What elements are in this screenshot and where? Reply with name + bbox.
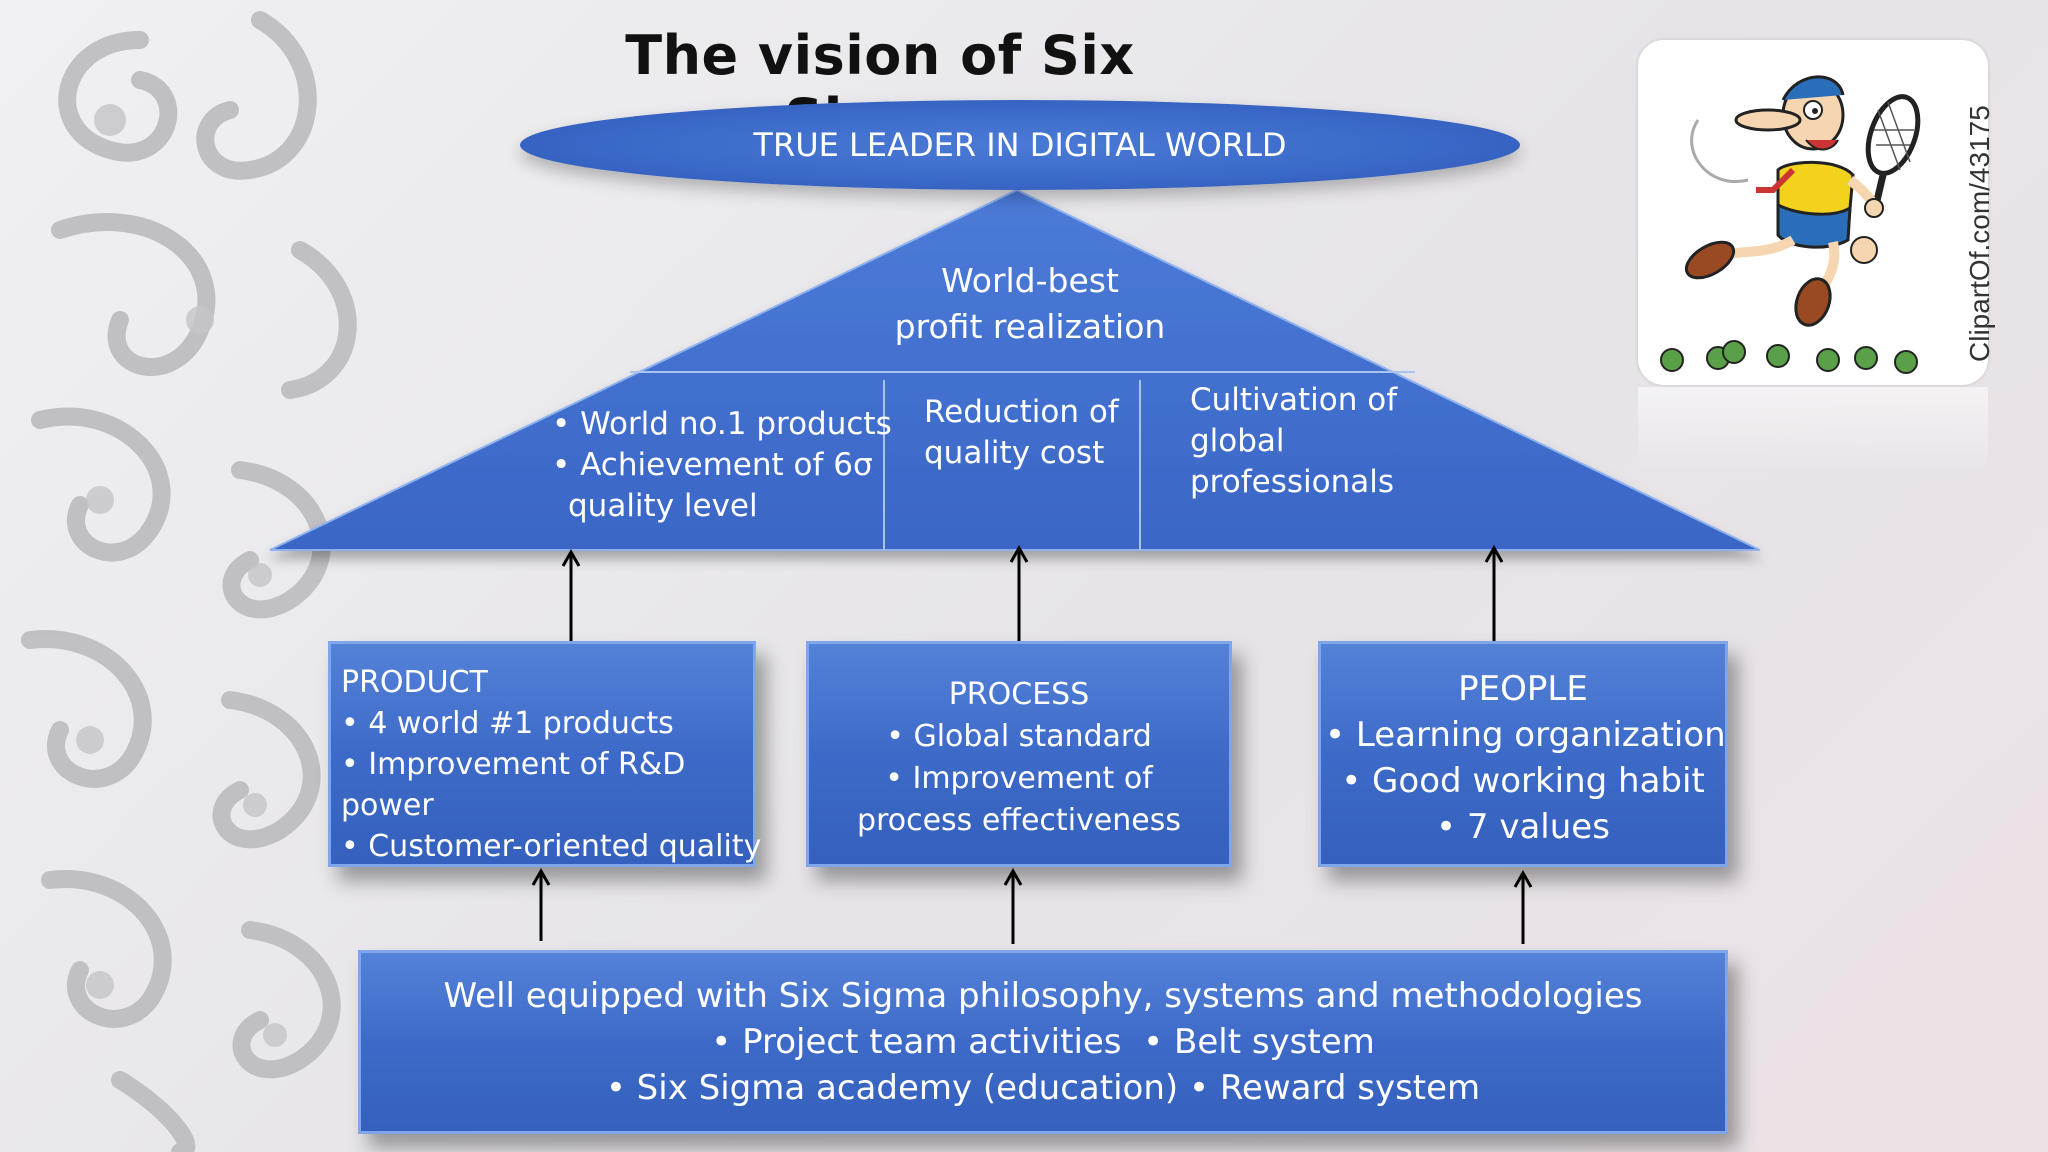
pillar-people-heading: PEOPLE	[1458, 669, 1588, 709]
pyramid-col1-line: • World no.1 products	[552, 406, 892, 442]
pillar-people-line: • Good working habit	[1341, 761, 1705, 801]
pyramid-column-products: • World no.1 products • Achievement of 6…	[552, 404, 892, 527]
pillar-process-box: PROCESS • Global standard • Improvement …	[806, 641, 1232, 867]
clipart-reflection	[1638, 387, 1988, 477]
top-goal-ellipse: TRUE LEADER IN DIGITAL WORLD	[520, 100, 1520, 190]
pyramid-col3-line: professionals	[1190, 464, 1394, 500]
pillar-product-box: PRODUCT • 4 world #1 products • Improvem…	[328, 641, 762, 867]
pyramid-column-quality-cost: Reduction of quality cost	[924, 392, 1124, 474]
clipart-card	[1638, 40, 1988, 385]
pillar-process-line: process effectiveness	[857, 803, 1181, 838]
pyramid-col2-line: Reduction of	[924, 394, 1119, 430]
pillar-product-line: • Improvement of R&D	[341, 747, 686, 782]
pyramid-col2-line: quality cost	[924, 435, 1105, 471]
pillar-people-line: • 7 values	[1436, 807, 1610, 847]
foundation-box: Well equipped with Six Sigma philosophy,…	[358, 950, 1728, 1134]
pyramid-apex-line: World-best	[941, 261, 1119, 300]
clipart-watermark: ClipartOf.com/43175	[1964, 105, 1995, 362]
pyramid-apex-line: profit realization	[894, 307, 1166, 346]
top-goal-label: TRUE LEADER IN DIGITAL WORLD	[753, 126, 1287, 164]
foundation-line: • Project team activities • Belt system	[711, 1022, 1375, 1062]
pillar-process-heading: PROCESS	[948, 677, 1090, 712]
pillar-product-heading: PRODUCT	[341, 665, 488, 700]
pyramid-col1-line: quality level	[568, 488, 758, 524]
pyramid-col3-line: Cultivation of	[1190, 382, 1398, 418]
pillar-product-line: power	[341, 788, 434, 823]
pyramid-column-professionals: Cultivation of global professionals	[1190, 380, 1420, 503]
foundation-line: • Six Sigma academy (education) • Reward…	[605, 1068, 1481, 1108]
tennis-player-cartoon-icon	[1660, 75, 1921, 374]
foundation-line: Well equipped with Six Sigma philosophy,…	[443, 976, 1643, 1016]
pyramid-triangle	[269, 188, 1761, 551]
swirl-ornament	[21, 11, 357, 1152]
pyramid-apex-text: World-best profit realization	[830, 258, 1230, 350]
pillar-process-line: • Improvement of	[885, 761, 1153, 796]
pillar-product-line: • 4 world #1 products	[341, 706, 674, 741]
pillar-people-line: • Learning organization	[1325, 715, 1726, 755]
pyramid-col1-line: • Achievement of 6σ	[552, 447, 873, 483]
pyramid-col3-line: global	[1190, 423, 1285, 459]
pillar-process-line: • Global standard	[886, 719, 1152, 754]
pillar-product-line: • Customer-oriented quality	[341, 829, 762, 864]
pillar-people-box: PEOPLE • Learning organization • Good wo…	[1318, 641, 1728, 867]
